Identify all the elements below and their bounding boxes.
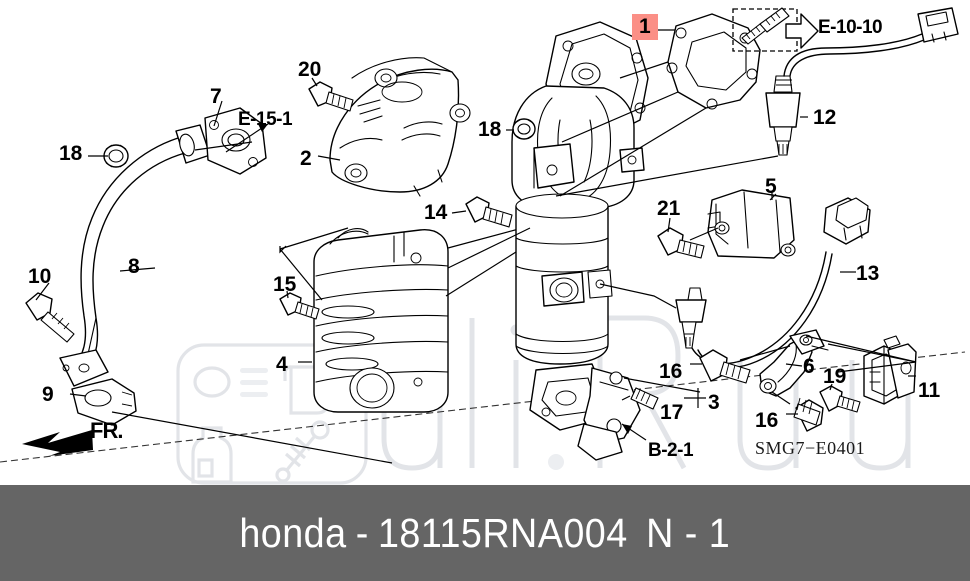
ref-e-15-1[interactable]: E-15-1 [238,109,293,130]
e1010-arrow-icon [785,13,819,49]
callout-13[interactable]: 13 [856,262,880,285]
callout-8[interactable]: 8 [128,255,140,278]
part-18-nut-left [103,144,129,168]
part-11-clip [863,335,917,405]
part-12-oxygen-sensor [765,7,959,156]
callout-18-left[interactable]: 18 [59,142,83,165]
part-21-bolt [657,227,705,259]
callout-20[interactable]: 20 [298,58,322,81]
diagram-artwork: .ln{fill:none;stroke:#000;stroke-width:1… [0,7,966,485]
front-marker-label: FR. [90,418,123,443]
footer-bar: honda-18115RNA004 N - 1 [0,485,970,581]
stud-bolt-callout-box [732,7,798,52]
callout-10[interactable]: 10 [28,265,52,288]
callout-12[interactable]: 12 [813,106,837,129]
ref-e-10-10[interactable]: E-10-10 [818,17,883,38]
callout-7[interactable]: 7 [210,85,222,108]
part-5-bracket [707,189,796,259]
part-1-gasket [559,13,761,197]
footer-caption: honda-18115RNA004 N - 1 [240,510,731,557]
footer-brand: honda [239,509,347,556]
callout-6[interactable]: 6 [803,355,815,378]
callout-11[interactable]: 11 [918,379,941,402]
front-direction-arrow [22,430,93,456]
callout-21[interactable]: 21 [657,197,681,220]
part-18-nut-center [512,118,536,140]
callout-16-lower[interactable]: 16 [755,409,779,432]
part-10-bolt [25,292,75,343]
callout-3[interactable]: 3 [708,391,720,414]
exhaust-manifold-catalytic-converter [511,21,649,461]
part-15-bolt [279,292,320,320]
part-20-bolt [308,81,354,112]
part-17-stud [630,387,659,410]
part-16-bolt-lower [793,397,824,432]
callout-1[interactable]: 1 [632,14,658,40]
callout-4[interactable]: 4 [276,353,288,376]
part-16-bolt-upper [699,349,751,384]
callout-14[interactable]: 14 [424,201,448,224]
callout-5[interactable]: 5 [765,175,777,198]
callout-16-upper[interactable]: 16 [659,360,683,383]
footer-part-number: 18115RNA004 [378,509,628,556]
part-13-sensor-harness [675,197,871,369]
exploded-parts-diagram: .ln{fill:none;stroke:#000;stroke-width:1… [0,7,966,485]
callout-9[interactable]: 9 [42,383,54,406]
callout-17[interactable]: 17 [660,401,684,424]
callout-19[interactable]: 19 [823,365,847,388]
callout-18-center[interactable]: 18 [478,118,502,141]
footer-page-code: N - 1 [646,509,731,556]
part-14-bolt [465,196,513,228]
part-19-bolt [819,385,861,413]
callout-15[interactable]: 15 [273,273,297,296]
diagram-code: SMG7−E0401 [755,438,866,458]
part-4-lower-heat-shield [313,228,449,413]
leader-lines-left [35,100,393,464]
footer-dash: - [355,509,370,556]
ref-b-2-1[interactable]: B-2-1 [648,440,694,461]
part-2-upper-heat-shield [329,57,471,197]
callout-2[interactable]: 2 [300,147,312,170]
